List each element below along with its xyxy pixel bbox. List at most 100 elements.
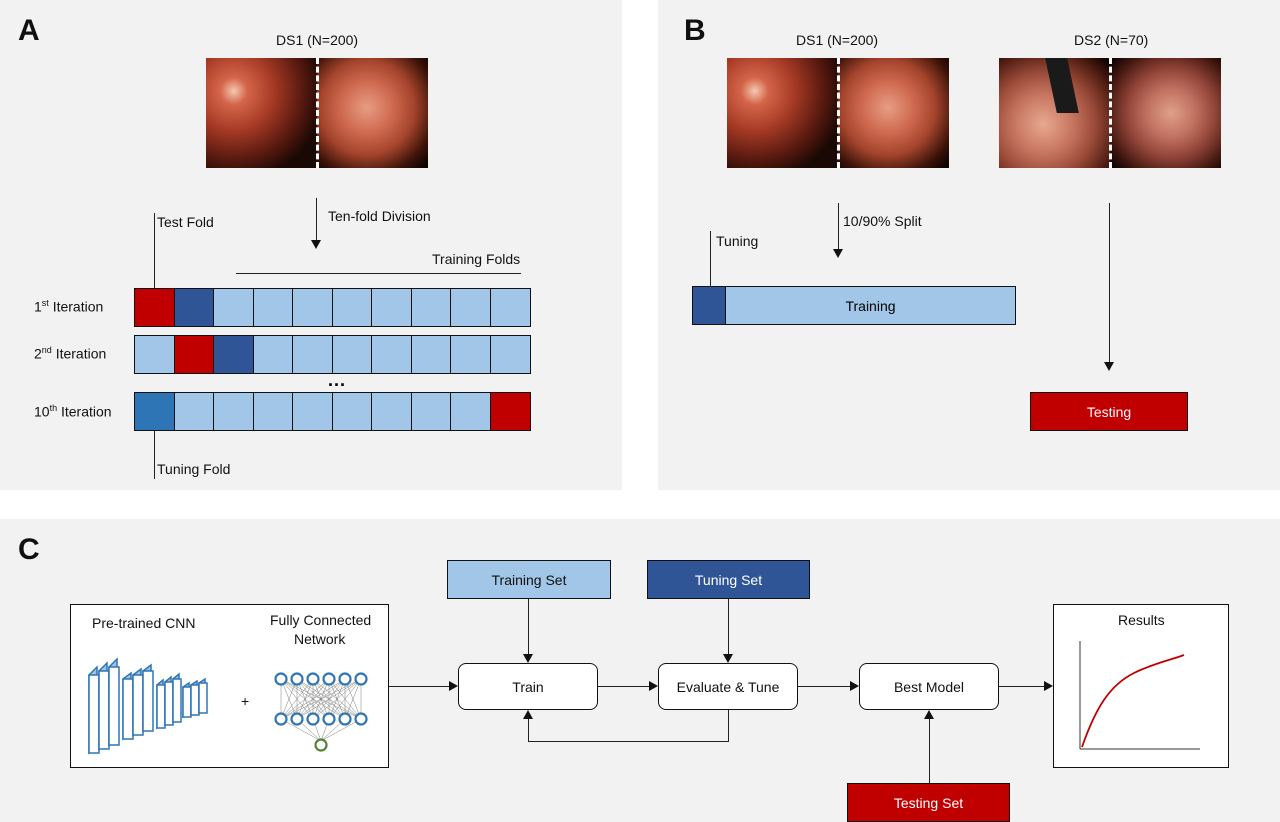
fold-row-2 [134,335,531,374]
panel-a-dataset-title: DS1 (N=200) [276,32,359,48]
panel-b: B DS1 (N=200) DS2 (N=70) 10/90% Split Tu… [658,0,1280,490]
fc-network-label-line2: Network [294,631,346,647]
endoscopy-image-ds1 [727,58,949,168]
fold-cell-light [372,289,412,326]
iteration-label-2: 2nd Iteration [34,345,107,362]
fold-cell-light [253,393,293,430]
fold-cell-light [135,336,175,373]
fold-cell-light [253,289,293,326]
fold-cell-light [451,393,491,430]
feedback-up-line [528,719,529,742]
train-box: Train [458,663,598,710]
fold-cell-light [372,393,412,430]
fold-cell-red [135,289,175,326]
panel-c: C Pre-trained CNN Fully Connected Networ… [0,519,1280,822]
fold-row-10 [134,392,531,431]
testing-set-box: Testing Set [847,783,1010,822]
feedback-horizontal-line [528,741,729,742]
fold-cell-light [490,289,530,326]
split-label: 10/90% Split [843,213,922,229]
testing-arrow-line [1109,203,1110,362]
fold-cell-light [214,393,254,430]
best-to-results-arrow [1044,681,1053,691]
fold-cell-light [253,336,293,373]
neural-network-icon [274,672,368,752]
fold-cell-light [372,336,412,373]
best-model-box: Best Model [859,663,999,710]
test-fold-pointer [154,213,155,289]
split-bar: Training [692,286,1016,325]
fold-cell-light [293,289,333,326]
panel-a-letter: A [18,14,40,47]
training-set-box: Training Set [447,560,611,599]
tuning-label: Tuning [716,233,759,249]
testing-box: Testing [1030,392,1188,431]
ten-fold-division-label: Ten-fold Division [328,208,431,224]
fold-cell-light [332,289,372,326]
fold-cell-light [411,393,451,430]
division-arrow-line [316,198,317,240]
train-to-eval-line [598,686,649,687]
tuning-pointer [710,231,711,286]
results-box: Results [1053,604,1229,768]
fold-cell-light [411,289,451,326]
endoscopy-image-ds1 [206,58,428,168]
cnn-layers-icon [88,657,208,755]
split-arrow-head [833,249,843,258]
tuning-set-arrow [723,654,733,663]
training-folds-label: Training Folds [432,251,521,267]
training-segment: Training [726,287,1015,324]
tuning-fold-label: Tuning Fold [157,461,231,477]
ds1-title: DS1 (N=200) [796,32,879,48]
panel-c-letter: C [18,533,40,566]
division-arrow-head [311,240,321,249]
fold-cell-light [293,336,333,373]
split-arrow-line [838,203,839,249]
fc-network-label-line1: Fully Connected [270,612,372,628]
feedback-up-arrow [523,710,533,719]
fold-row-1 [134,288,531,327]
tuning-fold-pointer [154,431,155,479]
fold-cell-light [332,393,372,430]
training-set-arrow [523,654,533,663]
fold-cell-light [332,336,372,373]
testing-set-arrow [924,710,934,719]
fold-cell-light [174,393,214,430]
ellipsis: ... [328,370,347,390]
best-to-results-line [999,686,1044,687]
pretrained-cnn-label: Pre-trained CNN [92,615,196,631]
endoscopy-image-ds2 [999,58,1221,168]
tuning-segment [693,287,726,324]
fold-cell-light [411,336,451,373]
ds2-title: DS2 (N=70) [1074,32,1149,48]
iteration-label-10: 10th Iteration [34,403,112,420]
evaluate-tune-box: Evaluate & Tune [658,663,798,710]
model-box: Pre-trained CNN Fully Connected Network … [70,604,389,768]
fold-cell-dark [174,289,214,326]
feedback-down-line [728,710,729,742]
testing-arrow-head [1104,362,1114,371]
results-label: Results [1118,612,1165,628]
model-to-train-arrow [449,681,458,691]
training-set-line [528,599,529,654]
fold-cell-mid [135,393,175,430]
test-fold-label: Test Fold [157,214,214,230]
plus-sign: + [241,693,250,709]
fold-cell-dark [214,336,254,373]
iteration-label-1: 1st Iteration [34,298,104,315]
eval-to-best-line [798,686,850,687]
train-to-eval-arrow [649,681,658,691]
tuning-set-box: Tuning Set [647,560,810,599]
training-folds-bracket [236,273,521,274]
fold-cell-red [174,336,214,373]
fold-cell-red [490,393,530,430]
fold-cell-light [451,289,491,326]
fold-cell-light [293,393,333,430]
fold-cell-light [214,289,254,326]
panel-a: A DS1 (N=200) Ten-fold Division Test Fol… [0,0,622,490]
fold-cell-light [451,336,491,373]
panel-b-letter: B [684,14,706,47]
eval-to-best-arrow [850,681,859,691]
model-to-train-line [389,686,449,687]
testing-set-line [929,719,930,783]
